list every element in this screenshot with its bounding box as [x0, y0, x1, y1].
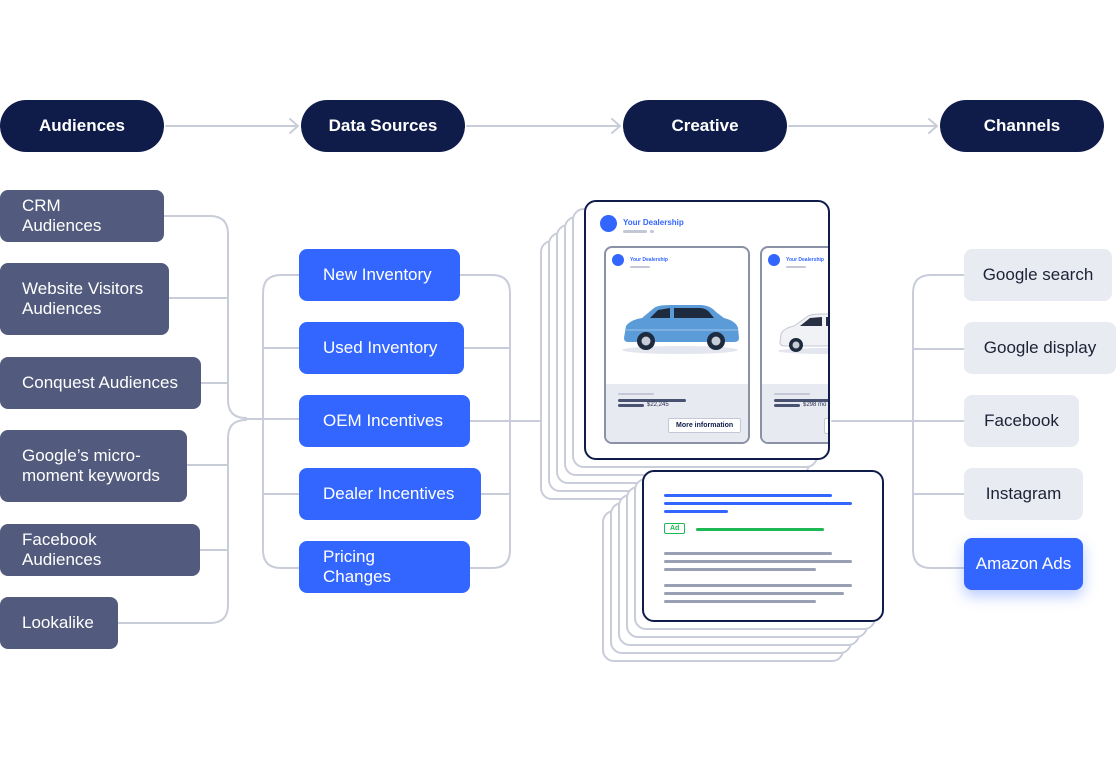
ad-footer: $298 mo — [762, 384, 828, 442]
search-ad-description-line — [664, 600, 816, 603]
suv-icon — [622, 305, 739, 354]
source-used-inventory: Used Inventory — [299, 322, 464, 374]
source-pricing-changes: Pricing Changes — [299, 541, 470, 593]
audience-google-keywords: Google’s micro-moment keywords — [0, 430, 187, 502]
ad-card-2: Your Dealership $298 mo — [760, 246, 828, 444]
creative-search-ad: Ad — [642, 470, 884, 622]
audience-crm: CRM Audiences — [0, 190, 164, 242]
search-ad-description-line — [664, 568, 816, 571]
placeholder-line — [618, 399, 686, 402]
audience-lookalike: Lookalike — [0, 597, 118, 649]
more-information-button: More information — [668, 418, 742, 433]
channel-amazon-ads: Amazon Ads — [964, 538, 1083, 590]
ad-card-1: Your Dealership $22,245 More information — [604, 246, 750, 444]
chevron-right-icon — [289, 118, 299, 134]
more-information-button — [824, 418, 828, 434]
search-ad-description-line — [664, 584, 852, 587]
search-ad-description-line — [664, 552, 832, 555]
search-ad-description-line — [664, 560, 852, 563]
ad-price: $22,245 — [647, 402, 669, 408]
header-data-sources: Data Sources — [301, 100, 465, 152]
dealer-name: Your Dealership — [623, 218, 684, 227]
source-new-inventory: New Inventory — [299, 249, 460, 301]
chevron-right-icon — [611, 118, 621, 134]
channel-instagram: Instagram — [964, 468, 1083, 520]
dealer-name: Your Dealership — [786, 257, 824, 263]
connector-crm — [163, 215, 247, 419]
audience-website-visitors: Website Visitors Audiences — [0, 263, 169, 335]
placeholder-line — [618, 404, 644, 407]
ad-footer: $22,245 More information — [606, 384, 748, 442]
placeholder-line — [774, 399, 828, 402]
placeholder-line — [774, 404, 800, 407]
placeholder-line — [630, 266, 650, 268]
search-ad-headline-line — [664, 502, 852, 505]
ad-price: $298 mo — [803, 402, 827, 408]
search-ad-url-line — [696, 528, 824, 531]
placeholder-line — [618, 393, 654, 395]
audience-conquest: Conquest Audiences — [0, 357, 201, 409]
creative-display-ad: Your Dealership Your Dealership $22,245 … — [584, 200, 830, 460]
ad-badge: Ad — [664, 523, 686, 534]
placeholder-line — [774, 393, 810, 395]
placeholder-line — [650, 230, 654, 233]
channel-google-display: Google display — [964, 322, 1116, 374]
audience-facebook: Facebook Audiences — [0, 524, 200, 576]
dealer-name: Your Dealership — [630, 257, 668, 263]
search-ad-headline-line — [664, 494, 832, 497]
connector-lookalike — [117, 419, 247, 624]
source-oem-incentives: OEM Incentives — [299, 395, 470, 447]
search-ad-headline-line — [664, 510, 728, 513]
hatchback-icon — [778, 313, 828, 354]
header-audiences: Audiences — [0, 100, 164, 152]
dealer-logo — [612, 254, 624, 266]
header-channels: Channels — [940, 100, 1104, 152]
chevron-right-icon — [928, 118, 938, 134]
channel-facebook: Facebook — [964, 395, 1079, 447]
channel-google-search: Google search — [964, 249, 1112, 301]
header-creative: Creative — [623, 100, 787, 152]
placeholder-line — [623, 230, 647, 233]
dealer-logo — [768, 254, 780, 266]
placeholder-line — [786, 266, 806, 268]
dealer-logo — [600, 215, 617, 232]
bracket-sources-left — [262, 274, 300, 569]
source-dealer-incentives: Dealer Incentives — [299, 468, 481, 520]
search-ad-description-line — [664, 592, 844, 595]
